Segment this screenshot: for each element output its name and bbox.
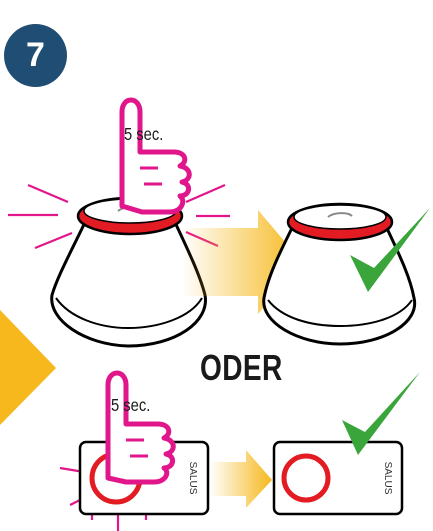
press-duration-label: 5 sec. [111, 396, 150, 416]
gateway-device-done [264, 204, 415, 344]
press-duration-label: 5 sec. [124, 125, 163, 145]
pressing-hand-icon: 5 sec. [122, 100, 189, 212]
brand-label: SALUS [187, 462, 198, 495]
left-arrow-icon [0, 310, 56, 425]
right-arrow-icon [210, 450, 272, 508]
oder-separator: ODER [200, 347, 283, 389]
pressing-hand-icon: 5 sec. [108, 373, 173, 482]
usb-dongle-done: SALUS [274, 442, 402, 514]
brand-label: SALUS [382, 462, 393, 495]
